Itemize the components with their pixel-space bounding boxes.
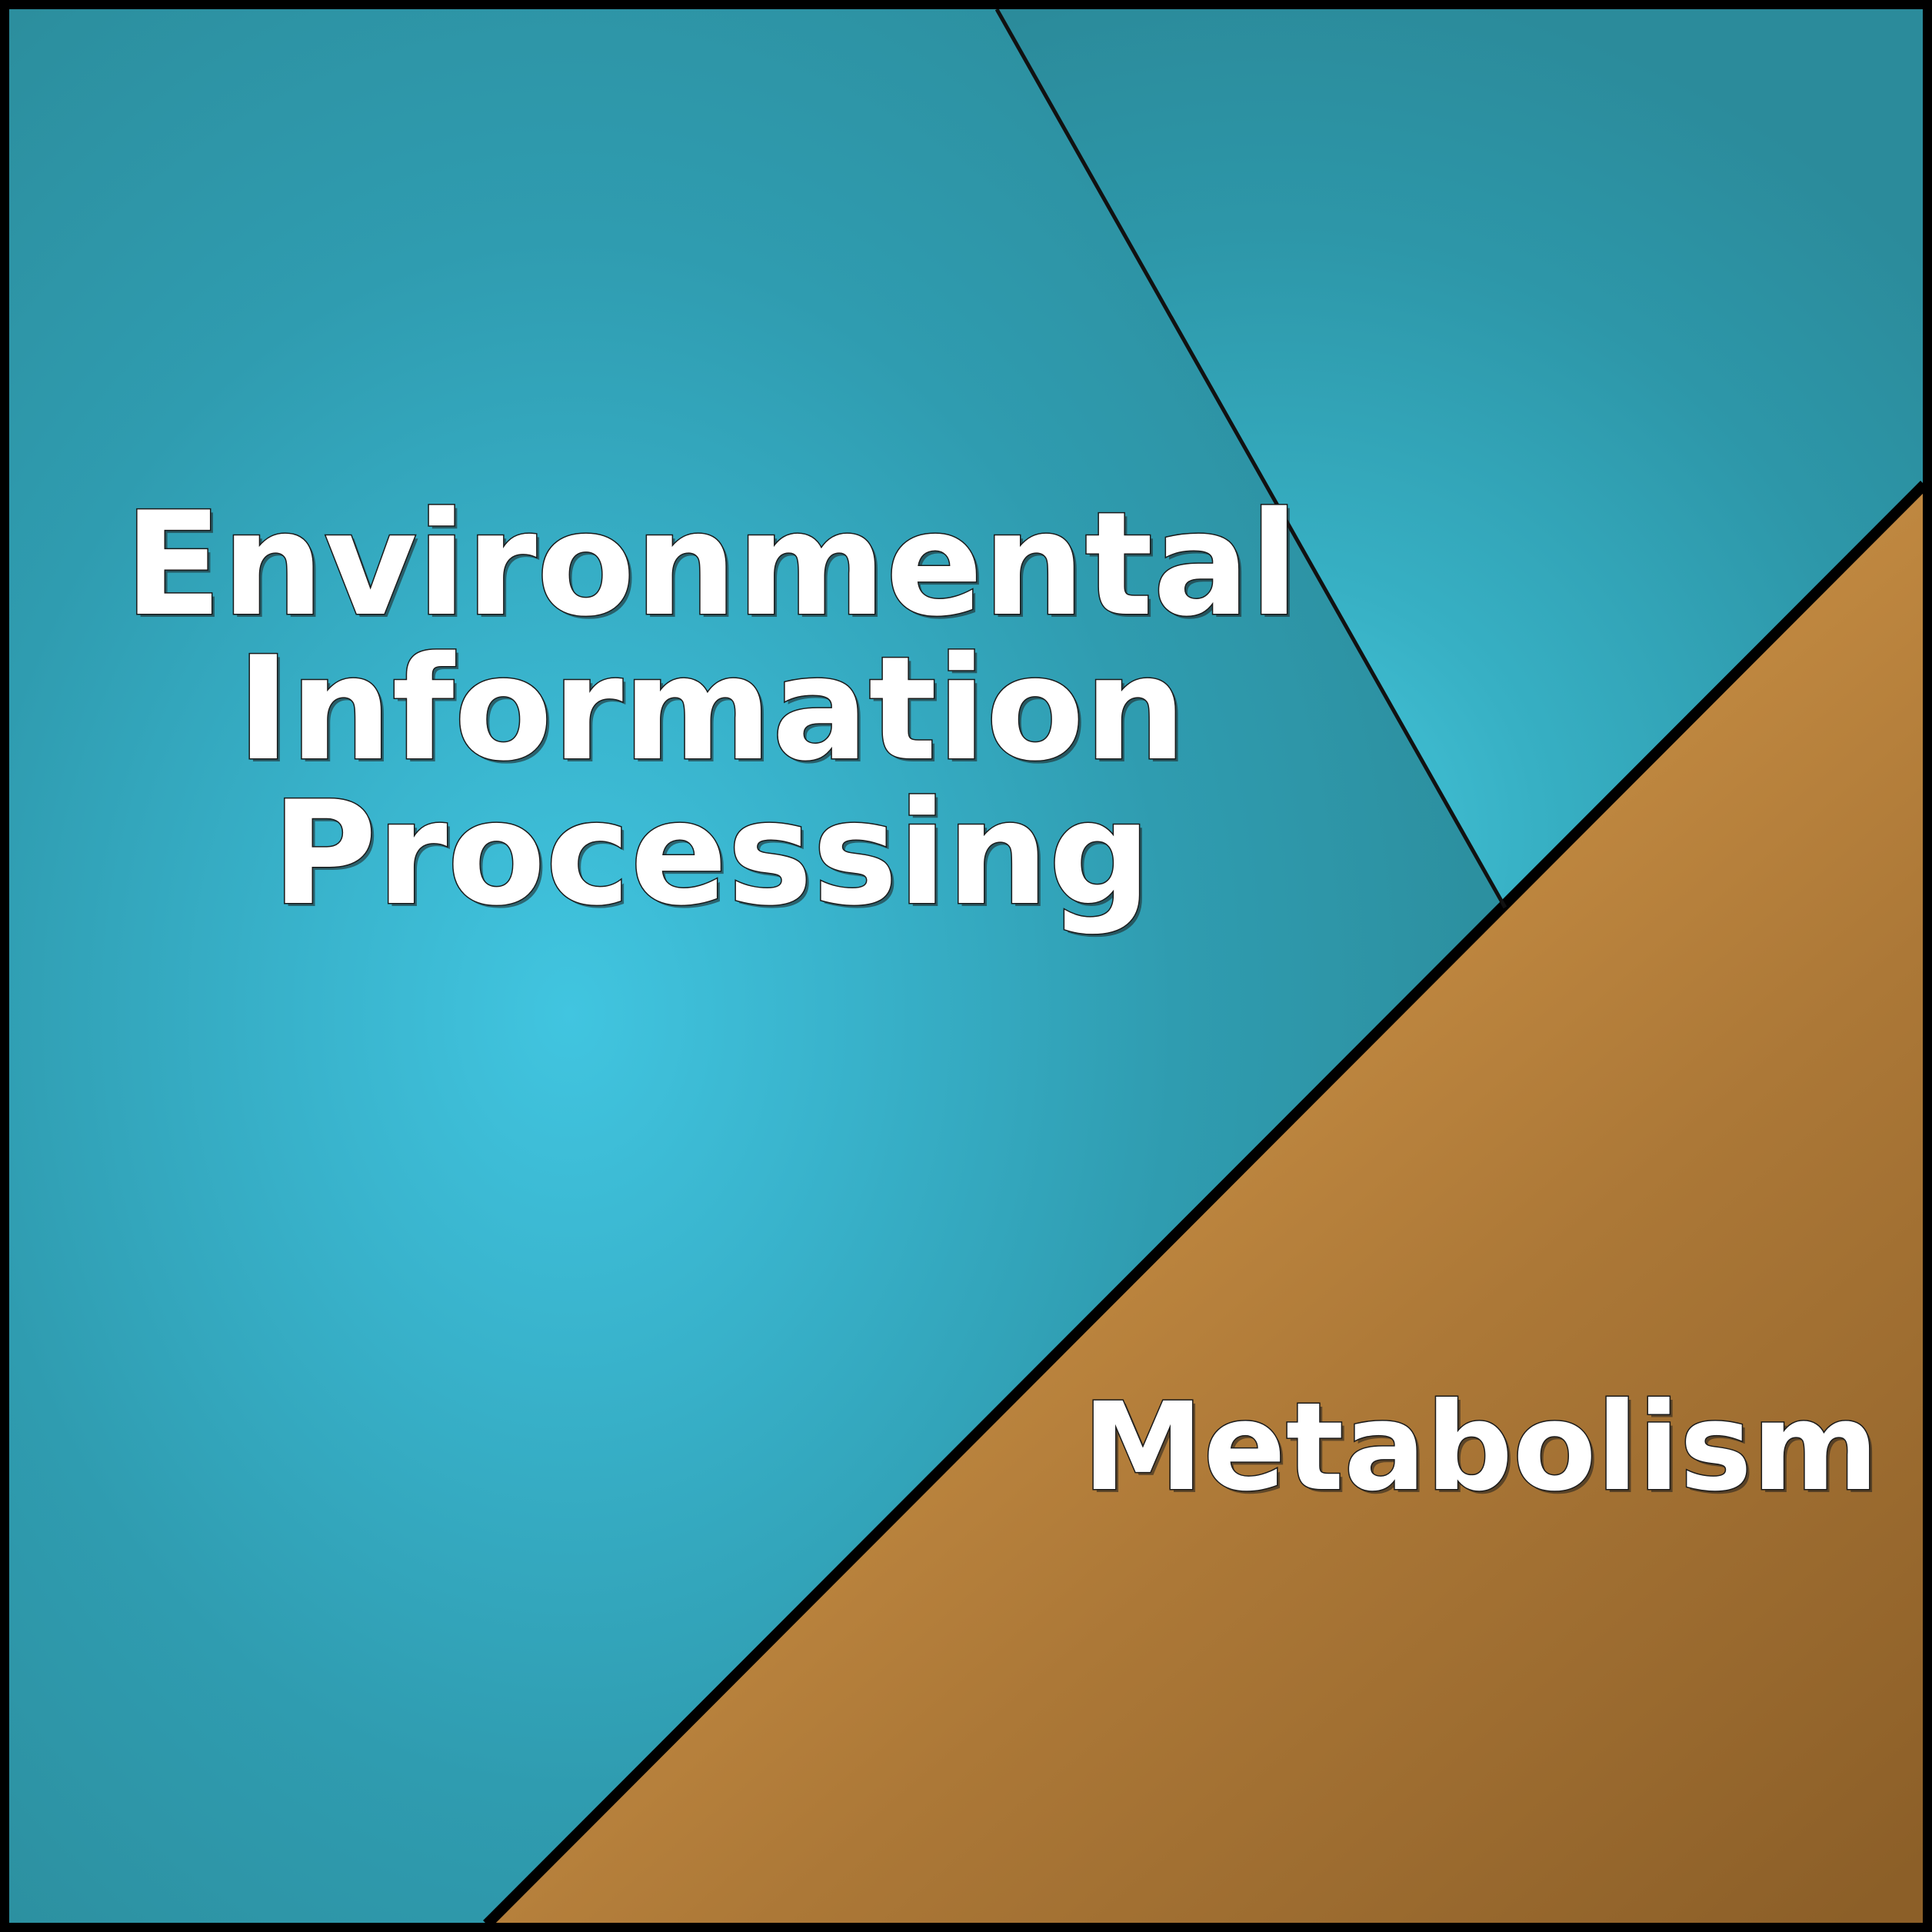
teal-region-wedge (997, 9, 1923, 906)
teal-region-main (9, 9, 1504, 1923)
tile-background-plate (9, 9, 1923, 1923)
main-divider-line (483, 481, 1923, 1923)
panel-vector-layer (9, 9, 1923, 1923)
orange-region-metabolism (488, 486, 1923, 1923)
thin-divider-line (994, 9, 1507, 909)
